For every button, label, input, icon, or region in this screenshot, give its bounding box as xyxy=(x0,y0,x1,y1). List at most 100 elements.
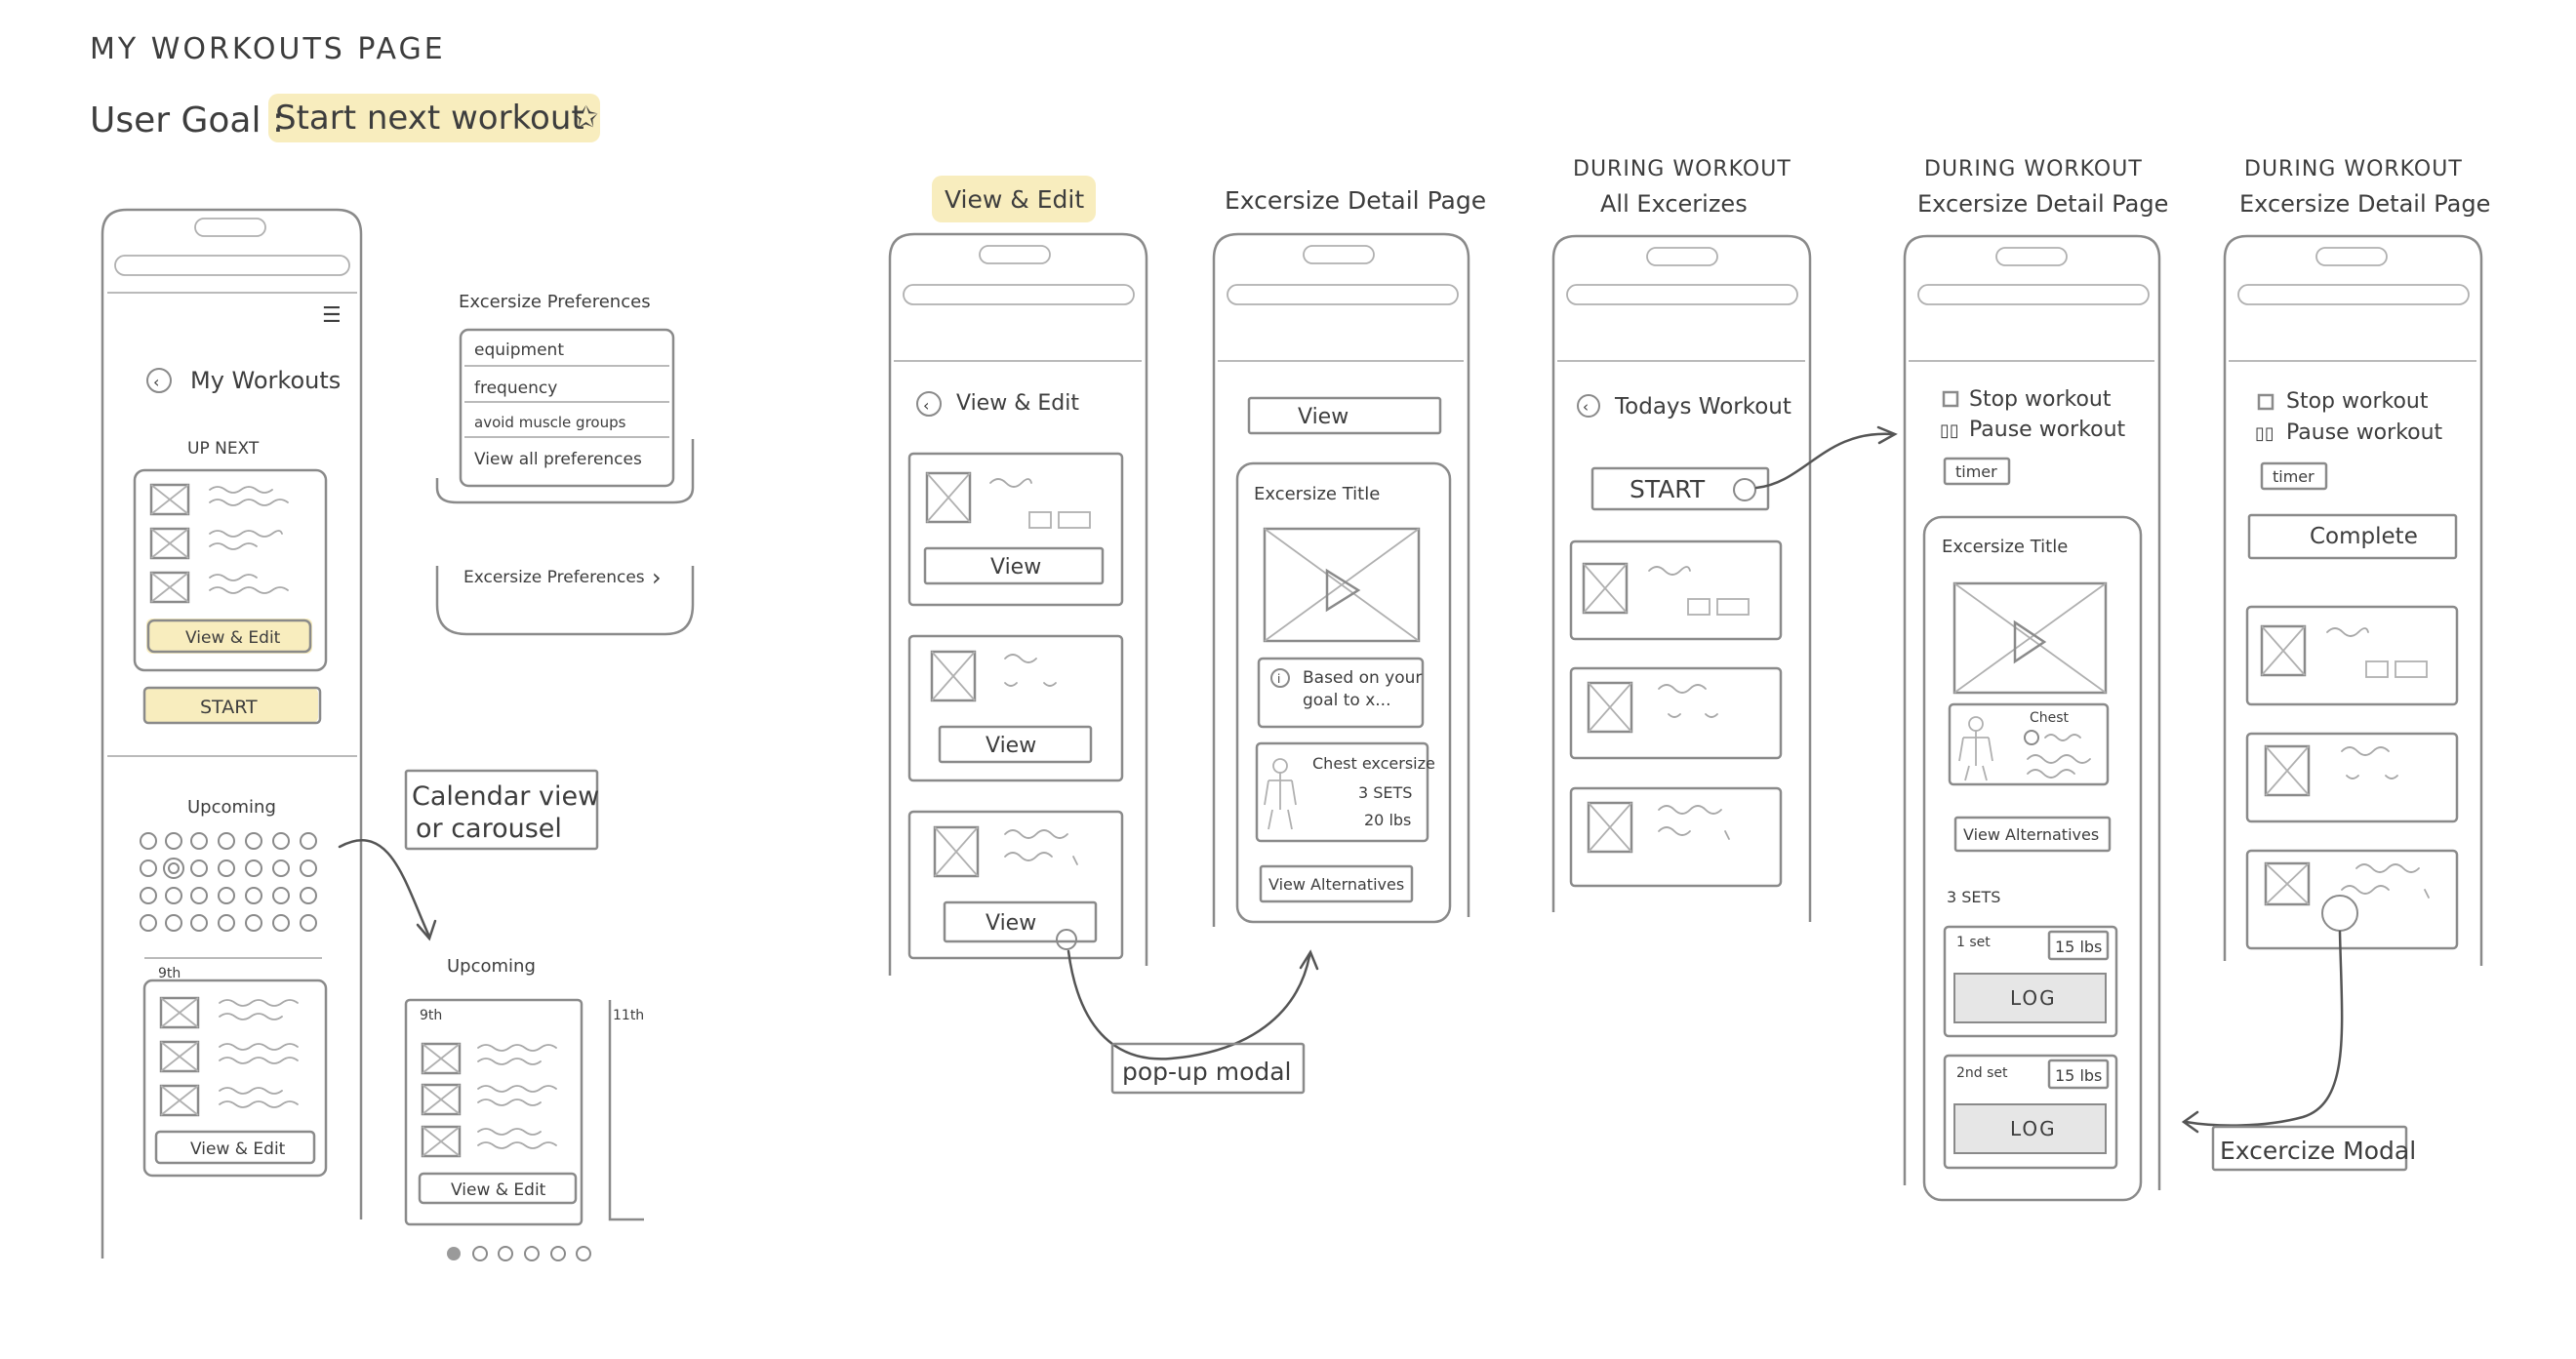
svg-text:9th: 9th xyxy=(420,1008,442,1023)
back-icon[interactable] xyxy=(1577,394,1600,418)
up-next-card xyxy=(133,468,328,672)
view-edit-label: View & Edit xyxy=(945,185,1084,214)
view-button-3[interactable] xyxy=(943,900,1098,943)
screen-during-detail-2: DURING WORKOUT Excersize Detail Page Sto… xyxy=(2181,157,2490,1172)
goal-prefix: User Goal : xyxy=(90,100,284,140)
video-thumbnail[interactable] xyxy=(1952,581,2108,695)
during-detail-modal xyxy=(1922,515,2143,1202)
svg-text:DURING WORKOUT: DURING WORKOUT xyxy=(1573,157,1791,181)
pref-item-equipment[interactable]: equipment xyxy=(474,340,564,360)
carousel-pagination-dots[interactable] xyxy=(447,1246,591,1261)
svg-text:DURING WORKOUT: DURING WORKOUT xyxy=(2244,157,2463,181)
svg-text:View: View xyxy=(986,734,1036,758)
view-alternatives-button[interactable] xyxy=(1259,864,1414,903)
pause-icon[interactable]: ▯▯ xyxy=(1940,420,1959,441)
menu-icon[interactable]: ☰ xyxy=(322,303,342,328)
svg-text:goal to x...: goal to x... xyxy=(1303,691,1390,710)
complete-button[interactable] xyxy=(2247,513,2458,560)
exercise-preferences-row[interactable]: Excersize Preferences › xyxy=(435,564,695,636)
view-alternatives-button[interactable] xyxy=(1953,816,2112,853)
info-icon xyxy=(2024,730,2039,745)
pref-item-avoid-muscle[interactable]: avoid muscle groups xyxy=(474,414,626,431)
stop-checkbox[interactable] xyxy=(2257,393,2274,411)
svg-text:15 lbs: 15 lbs xyxy=(2055,1066,2102,1085)
up-next-label: UP NEXT xyxy=(187,439,260,459)
svg-text:View & Edit: View & Edit xyxy=(185,628,281,648)
detail-modal xyxy=(1235,461,1452,924)
carousel-view-edit-button[interactable] xyxy=(418,1172,578,1205)
svg-text:Chest: Chest xyxy=(2030,710,2070,726)
tap-indicator xyxy=(2321,895,2358,932)
tap-indicator xyxy=(1056,929,1077,950)
chevron-right-icon: › xyxy=(652,564,662,591)
play-icon[interactable] xyxy=(2013,620,2047,664)
page-title: MY WORKOUTS PAGE xyxy=(90,32,446,66)
weight-input-2[interactable] xyxy=(2047,1059,2110,1090)
svg-text:Pause workout: Pause workout xyxy=(2286,420,2443,445)
svg-text:Stop workout: Stop workout xyxy=(1969,387,2112,412)
svg-text:Upcoming: Upcoming xyxy=(447,956,536,977)
upcoming-label: Upcoming xyxy=(187,797,276,818)
screen-exercise-detail: Excersize Detail Page View Excersize Tit… xyxy=(1212,186,1486,927)
start-workout-button[interactable] xyxy=(1590,466,1770,511)
sets-label: 3 SETS xyxy=(1947,888,2000,906)
view-edit-button-upcoming[interactable] xyxy=(154,1130,316,1165)
svg-text:20 lbs: 20 lbs xyxy=(1364,811,1411,829)
timer-badge xyxy=(2260,461,2328,491)
stop-checkbox[interactable] xyxy=(1942,390,1959,408)
body-figure-icon xyxy=(1958,716,1993,781)
svg-text:‹: ‹ xyxy=(1583,398,1589,416)
star-icon: ✩ xyxy=(574,100,598,135)
svg-text:Excersize Title: Excersize Title xyxy=(1254,484,1380,504)
svg-text:Pause workout: Pause workout xyxy=(1969,418,2126,442)
screen-view-edit: View & Edit ‹ View & Edit View View View xyxy=(888,176,1148,976)
calendar-note: Calendar view or carousel xyxy=(338,769,599,941)
pref-item-frequency[interactable]: frequency xyxy=(474,379,557,398)
set-card-2 xyxy=(1943,1054,2118,1170)
svg-text:11th: 11th xyxy=(613,1008,644,1023)
back-icon[interactable] xyxy=(916,391,942,417)
pause-icon[interactable]: ▯▯ xyxy=(2255,423,2274,444)
svg-text:START: START xyxy=(200,697,258,718)
log-button-2[interactable] xyxy=(1953,1103,2107,1154)
svg-text:pop-up modal: pop-up modal xyxy=(1122,1058,1292,1086)
svg-text:Stop workout: Stop workout xyxy=(2286,389,2429,414)
screen-during-all-exercises: DURING WORKOUT All Excerizes ‹ Todays Wo… xyxy=(1551,157,1898,922)
calendar-grid[interactable] xyxy=(140,832,317,932)
svg-text:‹: ‹ xyxy=(923,396,929,415)
log-button-1[interactable] xyxy=(1953,973,2107,1023)
svg-text:Based on your: Based on your xyxy=(1303,668,1422,688)
svg-text:LOG: LOG xyxy=(2010,1117,2057,1140)
svg-text:All Excerizes: All Excerizes xyxy=(1600,190,1748,218)
goal-highlight xyxy=(268,94,600,142)
timer-badge xyxy=(1943,457,2011,486)
pref-item-view-all[interactable]: View all preferences xyxy=(474,450,642,469)
screen-during-detail: DURING WORKOUT Excersize Detail Page Sto… xyxy=(1903,157,2168,1202)
video-thumbnail[interactable] xyxy=(1263,527,1421,643)
screen-my-workouts: ☰ ‹ My Workouts UP NEXT View & Edit STAR… xyxy=(101,208,363,1259)
play-icon[interactable] xyxy=(1325,568,1361,613)
exercise-modal-note xyxy=(2211,1125,2408,1172)
upcoming-carousel[interactable]: Upcoming 9th View & Edit 11th xyxy=(404,956,644,1261)
svg-text:View & Edit: View & Edit xyxy=(190,1139,286,1159)
start-button[interactable] xyxy=(142,686,322,725)
weight-input-1[interactable] xyxy=(2047,930,2110,961)
svg-text:Excersize Detail Page: Excersize Detail Page xyxy=(2239,190,2490,218)
svg-text:timer: timer xyxy=(2273,467,2314,486)
svg-text:Todays Workout: Todays Workout xyxy=(1614,394,1791,420)
svg-text:timer: timer xyxy=(1955,462,1997,481)
svg-text:View & Edit: View & Edit xyxy=(956,391,1079,416)
view-button-1[interactable] xyxy=(923,546,1105,585)
exercise-preferences-dropdown: Excersize Preferences equipment frequenc… xyxy=(435,292,695,504)
svg-text:View Alternatives: View Alternatives xyxy=(1963,825,2099,844)
svg-text:1 set: 1 set xyxy=(1956,935,1991,950)
view-button-2[interactable] xyxy=(938,725,1093,764)
tap-indicator xyxy=(1733,478,1756,501)
svg-text:i: i xyxy=(1277,672,1280,686)
body-figure-icon xyxy=(1264,758,1297,830)
back-icon[interactable] xyxy=(146,368,172,393)
view-edit-button[interactable] xyxy=(146,619,312,654)
svg-text:‹: ‹ xyxy=(153,373,159,391)
info-icon xyxy=(1270,668,1290,688)
svg-text:Excercize Modal: Excercize Modal xyxy=(2220,1137,2416,1165)
